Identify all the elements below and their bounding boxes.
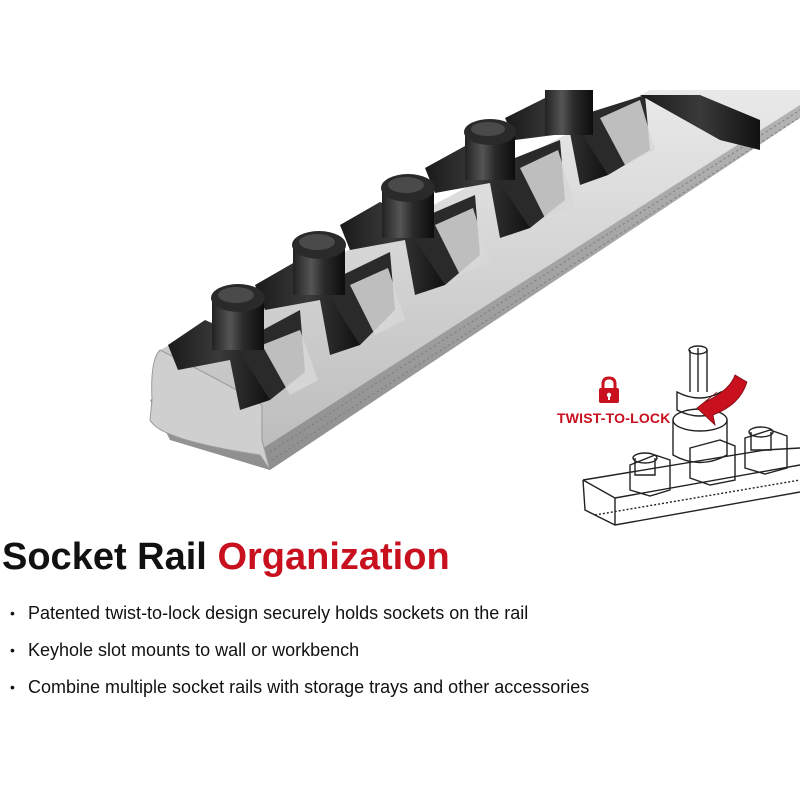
socket-post: [545, 90, 593, 135]
headline: Socket Rail Organization: [2, 536, 450, 579]
headline-primary: Socket Rail: [2, 536, 207, 578]
twist-to-lock-diagram: [582, 345, 800, 526]
feature-text: Keyhole slot mounts to wall or workbench: [28, 640, 360, 660]
twist-to-lock-label: TWIST-TO-LOCK: [557, 410, 671, 426]
rail-gaps: [262, 100, 655, 395]
list-item: • Keyhole slot mounts to wall or workben…: [0, 637, 589, 674]
feature-text: Patented twist-to-lock design securely h…: [28, 603, 529, 623]
socket-post: [464, 119, 516, 180]
rail-clip: [640, 95, 760, 150]
socket-posts: [211, 90, 593, 350]
list-item: • Patented twist-to-lock design securely…: [0, 600, 589, 637]
diagram-rail: [582, 447, 800, 526]
lock-icon: [599, 376, 619, 403]
diagram-clip: [689, 439, 736, 486]
socket-post: [292, 231, 346, 295]
headline-accent: Organization: [217, 536, 450, 578]
socket-post: [381, 174, 435, 238]
list-item: • Combine multiple socket rails with sto…: [0, 674, 589, 711]
diagram-clip: [744, 429, 788, 475]
diagram-hex-driver: [689, 348, 708, 392]
rail-top: [155, 90, 800, 450]
bullet-icon: •: [10, 605, 15, 621]
feature-text: Combine multiple socket rails with stora…: [28, 677, 590, 697]
rail-end-cap: [149, 349, 271, 471]
bullet-icon: •: [10, 679, 15, 695]
diagram-socket: [672, 420, 728, 464]
rotate-arrow-icon: [696, 374, 748, 427]
feature-list: • Patented twist-to-lock design securely…: [0, 600, 589, 711]
socket-post: [211, 284, 265, 350]
socket-rail-photo: [149, 90, 800, 471]
bullet-icon: •: [10, 642, 15, 658]
